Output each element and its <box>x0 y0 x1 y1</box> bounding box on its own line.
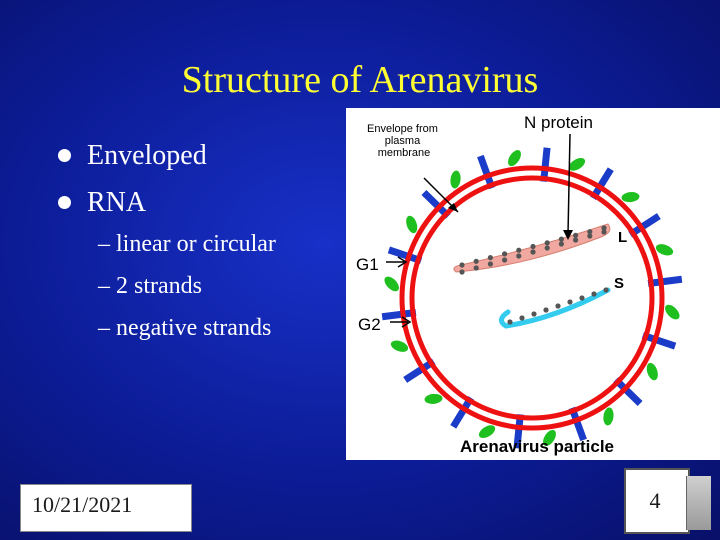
n-protein-bead <box>487 261 493 267</box>
n-protein-bead <box>558 236 564 242</box>
n-protein-bead <box>507 319 513 325</box>
g2-spike <box>646 362 658 381</box>
n-protein-bead <box>601 229 607 235</box>
bullet-text: RNA <box>87 186 147 218</box>
n-protein-bead <box>555 303 561 309</box>
g2-spike <box>478 425 496 438</box>
envelope-outer-ring <box>399 165 665 431</box>
sub-bullet-item: – 2 strands <box>98 273 202 299</box>
bullet-icon <box>58 149 71 162</box>
n-protein-bead <box>516 253 522 259</box>
g1-spike <box>421 190 451 219</box>
n-protein-bead <box>459 262 465 268</box>
n-protein-bead <box>573 237 579 243</box>
n-protein-bead <box>530 249 536 255</box>
g2-spike <box>621 192 640 203</box>
bullet-list: Enveloped RNA <box>58 132 207 226</box>
n-protein-beads <box>459 225 607 275</box>
n-protein-bead <box>544 240 550 246</box>
g2-spike <box>665 304 680 320</box>
footer-date: 10/21/2021 <box>32 492 133 517</box>
n-protein-bead <box>530 243 536 250</box>
n-protein-bead <box>519 315 525 321</box>
g1-spike <box>450 395 474 429</box>
g2-spike <box>390 340 409 352</box>
g1-spike <box>613 377 643 406</box>
g2-spike <box>543 429 556 446</box>
n-protein-beads <box>507 287 609 325</box>
g1-spike <box>628 213 661 238</box>
n-protein-bead <box>591 291 597 297</box>
envelope-inner-ring <box>409 175 655 421</box>
g1-label: G1 <box>356 255 379 274</box>
footer-date-box <box>20 484 192 532</box>
l-label: L <box>618 229 627 246</box>
g2-spike <box>424 393 443 404</box>
sub-bullet-item: – linear or circular <box>98 231 276 257</box>
n-protein-label: N protein <box>524 113 593 132</box>
g1-spike <box>540 147 551 182</box>
n-protein-bead <box>502 251 508 257</box>
g1-spike <box>381 309 417 321</box>
n-protein-bead <box>573 232 579 238</box>
g1-spike <box>477 154 496 190</box>
n-protein-bead <box>579 295 585 301</box>
n-protein-bead <box>502 257 508 263</box>
slide-title: Structure of Arenavirus <box>181 59 539 101</box>
n-protein-bead <box>567 299 573 305</box>
n-protein-bead <box>601 225 607 231</box>
g2-spike <box>384 276 399 292</box>
g2-pointer-arrow <box>390 316 412 328</box>
bullet-text: Enveloped <box>87 139 207 171</box>
n-protein-bead <box>459 269 465 275</box>
g2-label: G2 <box>358 315 381 334</box>
bullet-icon <box>58 196 71 209</box>
arenavirus-diagram: Envelope from plasma membrane N protein … <box>346 108 720 460</box>
bullet-item: RNA <box>58 179 207 226</box>
g1-spike <box>590 167 614 201</box>
g1-spike <box>641 331 677 350</box>
n-protein-bead <box>473 265 479 271</box>
g2-spike <box>568 158 586 171</box>
n-protein-bead <box>473 258 479 264</box>
n-protein-bead <box>587 229 593 235</box>
n-protein-bead <box>531 311 537 317</box>
envelope-pointer-arrowhead <box>448 203 458 212</box>
g1-spike <box>387 246 423 265</box>
n-protein-bead <box>558 241 564 247</box>
glycoprotein-spikes <box>381 147 683 449</box>
figure-caption: Arenavirus particle <box>460 437 614 456</box>
n-protein-pointer-line <box>567 133 571 235</box>
g1-pointer-arrow <box>386 256 408 268</box>
bullet-item: Enveloped <box>58 132 207 179</box>
g2-spike <box>450 170 461 189</box>
n-protein-bead <box>487 255 493 261</box>
g1-spike <box>647 275 683 287</box>
g1-spike <box>403 358 436 383</box>
slide-number: 4 <box>649 488 661 513</box>
g1-spike <box>513 414 524 449</box>
n-protein-bead <box>603 287 609 293</box>
n-protein-pointer-arrowhead <box>563 230 573 240</box>
n-protein-bead <box>543 307 549 313</box>
g2-spike <box>508 150 521 167</box>
n-protein-bead <box>544 245 550 251</box>
n-protein-bead <box>587 233 593 239</box>
slide-edge-decoration <box>686 476 711 530</box>
s-label: S <box>614 275 624 292</box>
n-protein-bead <box>516 247 522 253</box>
envelope-label: Envelope from plasma membrane <box>367 123 441 159</box>
g2-spike <box>406 215 418 234</box>
s-segment <box>499 287 611 329</box>
sub-bullet-list: – linear or circular – 2 strands – negat… <box>98 223 276 349</box>
sub-bullet-item: – negative strands <box>98 315 272 341</box>
g2-spike <box>603 407 614 426</box>
g1-spike <box>568 406 587 442</box>
g2-spike <box>655 244 674 256</box>
